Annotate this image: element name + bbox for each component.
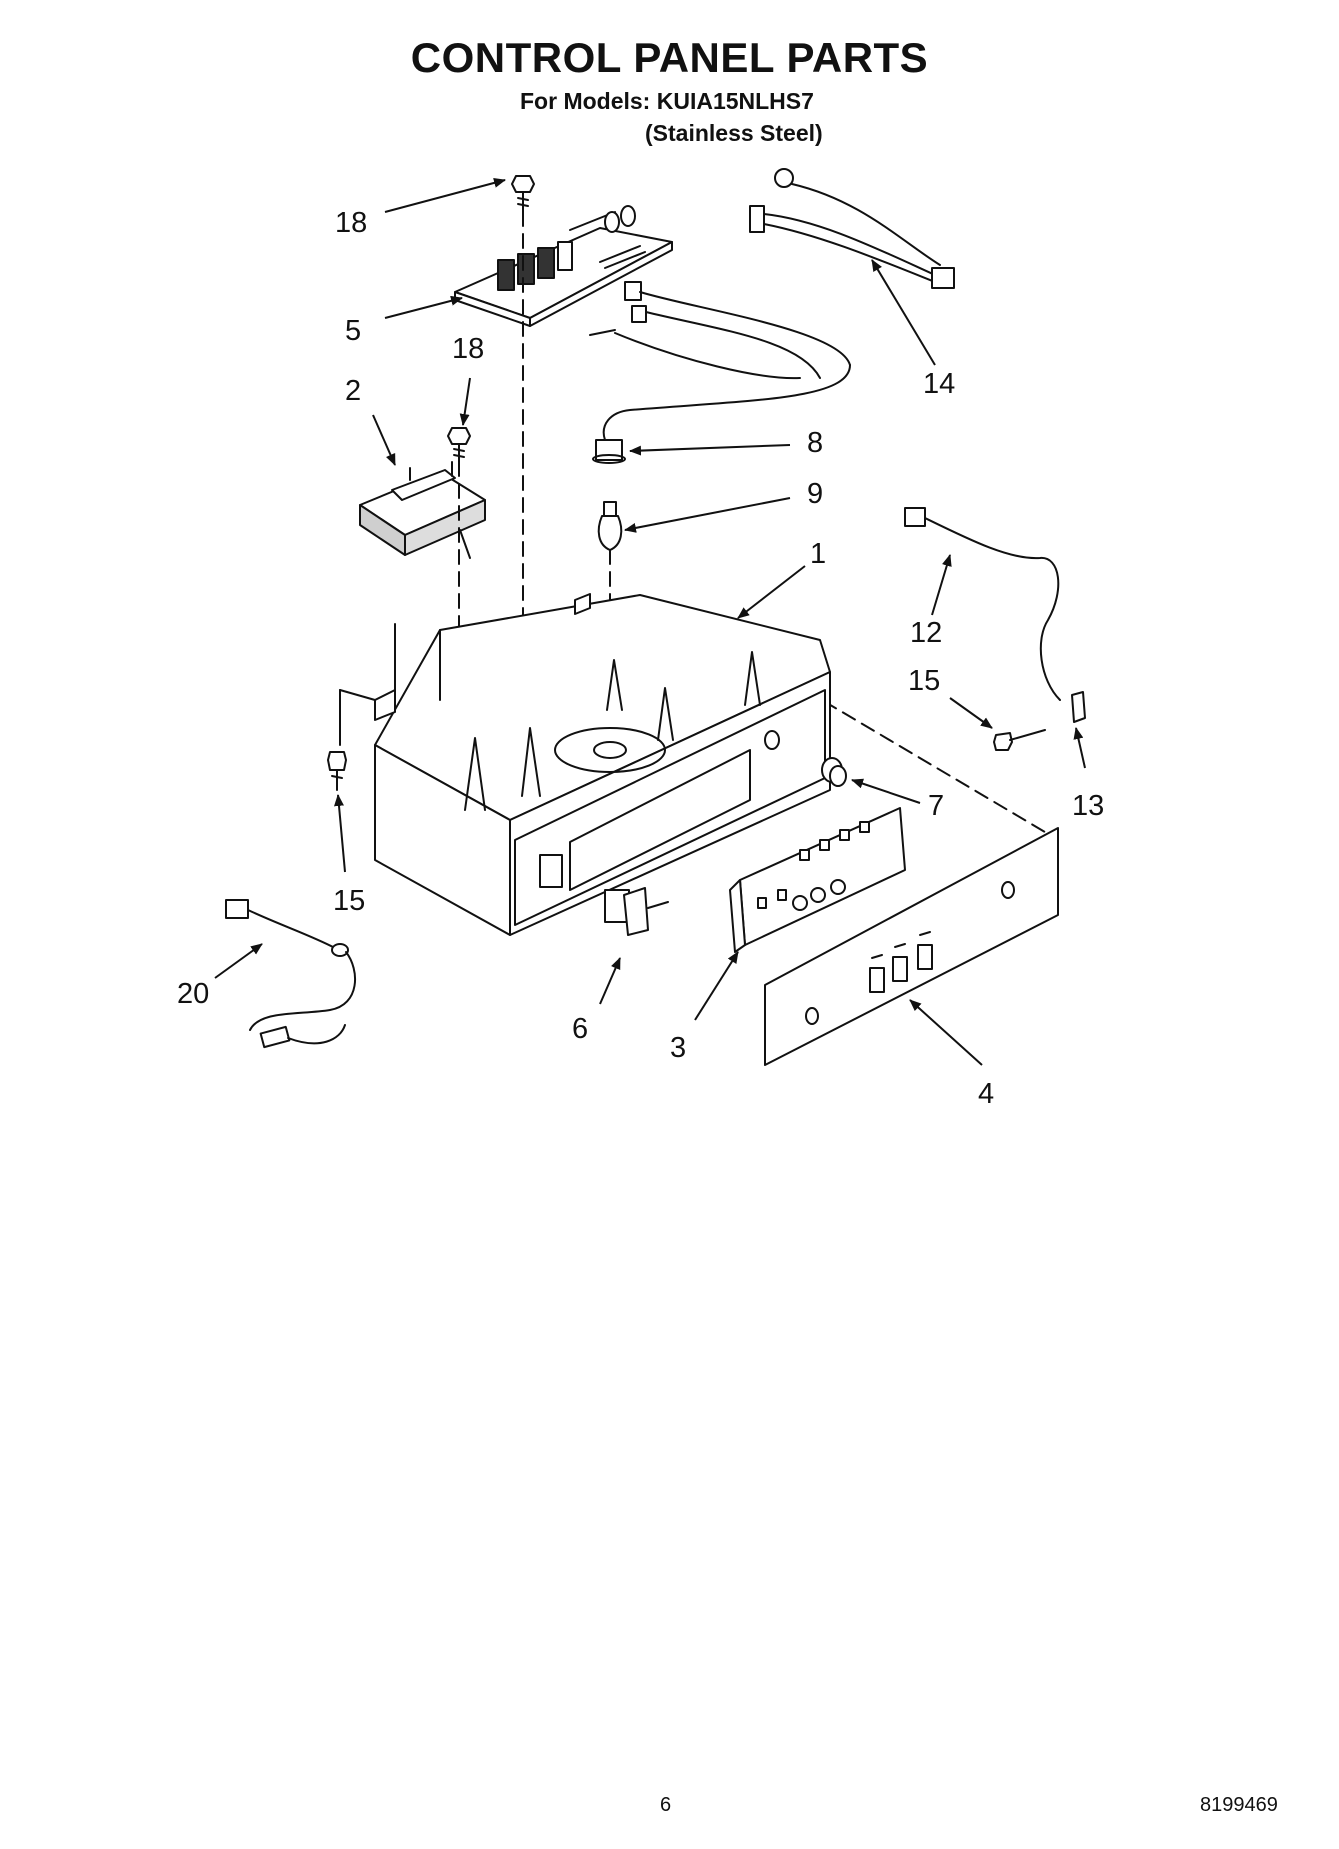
callout-8: 8 xyxy=(807,427,823,459)
screw-part-15-left xyxy=(327,751,347,791)
control-pad-part-3 xyxy=(729,807,906,953)
callout-5: 5 xyxy=(345,315,361,347)
callout-14: 14 xyxy=(923,368,955,400)
transformer-part-2 xyxy=(359,461,486,559)
clip-part-13 xyxy=(1071,691,1086,723)
callout-1: 1 xyxy=(810,538,826,570)
page-title: CONTROL PANEL PARTS xyxy=(410,34,929,81)
bulb-part-9 xyxy=(597,501,623,551)
lamp-socket-harness-part-8 xyxy=(589,281,851,464)
harness-part-12 xyxy=(904,507,1061,701)
screw-part-15-right xyxy=(993,729,1046,751)
housing-part-1 xyxy=(339,593,831,936)
page-number: 6 xyxy=(660,1794,672,1816)
callout-9: 9 xyxy=(807,478,823,510)
callout-12: 12 xyxy=(910,617,942,649)
leader-arrows xyxy=(214,178,1086,1066)
screw-part-18-left xyxy=(447,427,471,463)
callout-3: 3 xyxy=(670,1032,686,1064)
front-panel-part-4 xyxy=(764,827,1059,1066)
document-number: 8199469 xyxy=(1200,1794,1278,1816)
wire-harness-part-14 xyxy=(749,168,955,289)
grommet-part-7 xyxy=(821,757,847,787)
callout-15-left: 15 xyxy=(333,885,365,917)
sensor-harness-part-20 xyxy=(225,899,357,1049)
callout-18-top: 18 xyxy=(335,207,367,239)
callout-13: 13 xyxy=(1072,790,1104,822)
switch-part-6 xyxy=(604,887,669,936)
callout-15-right: 15 xyxy=(908,665,940,697)
callout-18-left: 18 xyxy=(452,333,484,365)
screw-part-18-top xyxy=(511,175,535,213)
finish-line: (Stainless Steel) xyxy=(645,120,823,146)
model-line: For Models: KUIA15NLHS7 xyxy=(520,88,814,114)
callout-6: 6 xyxy=(572,1013,588,1045)
callout-2: 2 xyxy=(345,375,361,407)
callout-4: 4 xyxy=(978,1078,994,1110)
callout-7: 7 xyxy=(928,790,944,822)
callout-labels: 18 5 18 2 14 8 9 1 12 15 13 7 15 20 6 3 … xyxy=(177,207,1104,1110)
callout-20: 20 xyxy=(177,978,209,1010)
control-board-part-5 xyxy=(454,205,673,327)
